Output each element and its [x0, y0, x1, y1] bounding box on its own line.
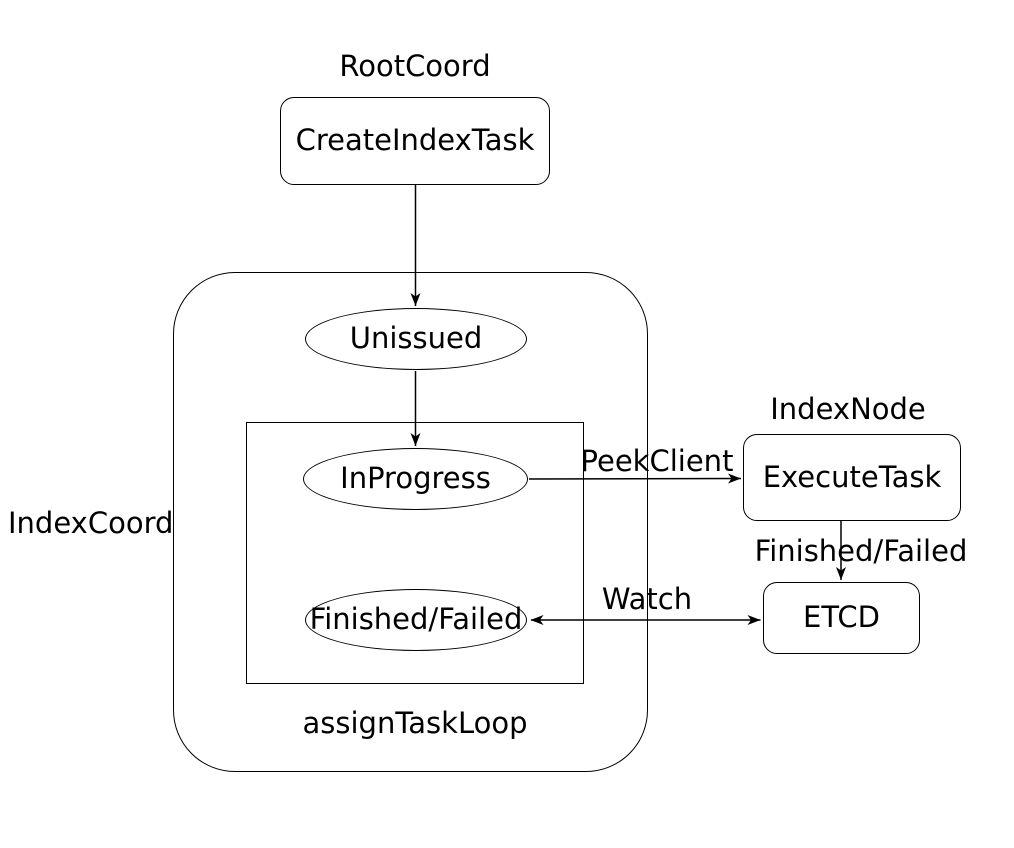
node-in-progress: InProgress: [303, 448, 528, 510]
root-coord-label: RootCoord: [339, 49, 491, 83]
node-unissued: Unissued: [305, 308, 527, 370]
index-coord-label: IndexCoord: [8, 506, 174, 540]
index-coord-container: [173, 272, 648, 772]
node-create-index-task: CreateIndexTask: [280, 97, 550, 185]
node-etcd: ETCD: [763, 582, 920, 654]
edge-label-watch: Watch: [601, 582, 693, 616]
edge-label-finished-failed: Finished/Failed: [754, 534, 968, 568]
node-etcd-label: ETCD: [803, 600, 880, 635]
node-finished-failed-label: Finished/Failed: [309, 602, 523, 637]
assign-task-loop-label: assignTaskLoop: [302, 706, 528, 740]
index-node-label: IndexNode: [770, 392, 926, 426]
node-execute-task: ExecuteTask: [743, 434, 961, 521]
node-create-index-task-label: CreateIndexTask: [295, 123, 535, 158]
node-unissued-label: Unissued: [349, 321, 483, 356]
node-in-progress-label: InProgress: [340, 461, 491, 496]
edge-label-peek-client: PeekClient: [580, 444, 734, 478]
node-execute-task-label: ExecuteTask: [762, 459, 942, 494]
node-finished-failed: Finished/Failed: [305, 589, 527, 651]
